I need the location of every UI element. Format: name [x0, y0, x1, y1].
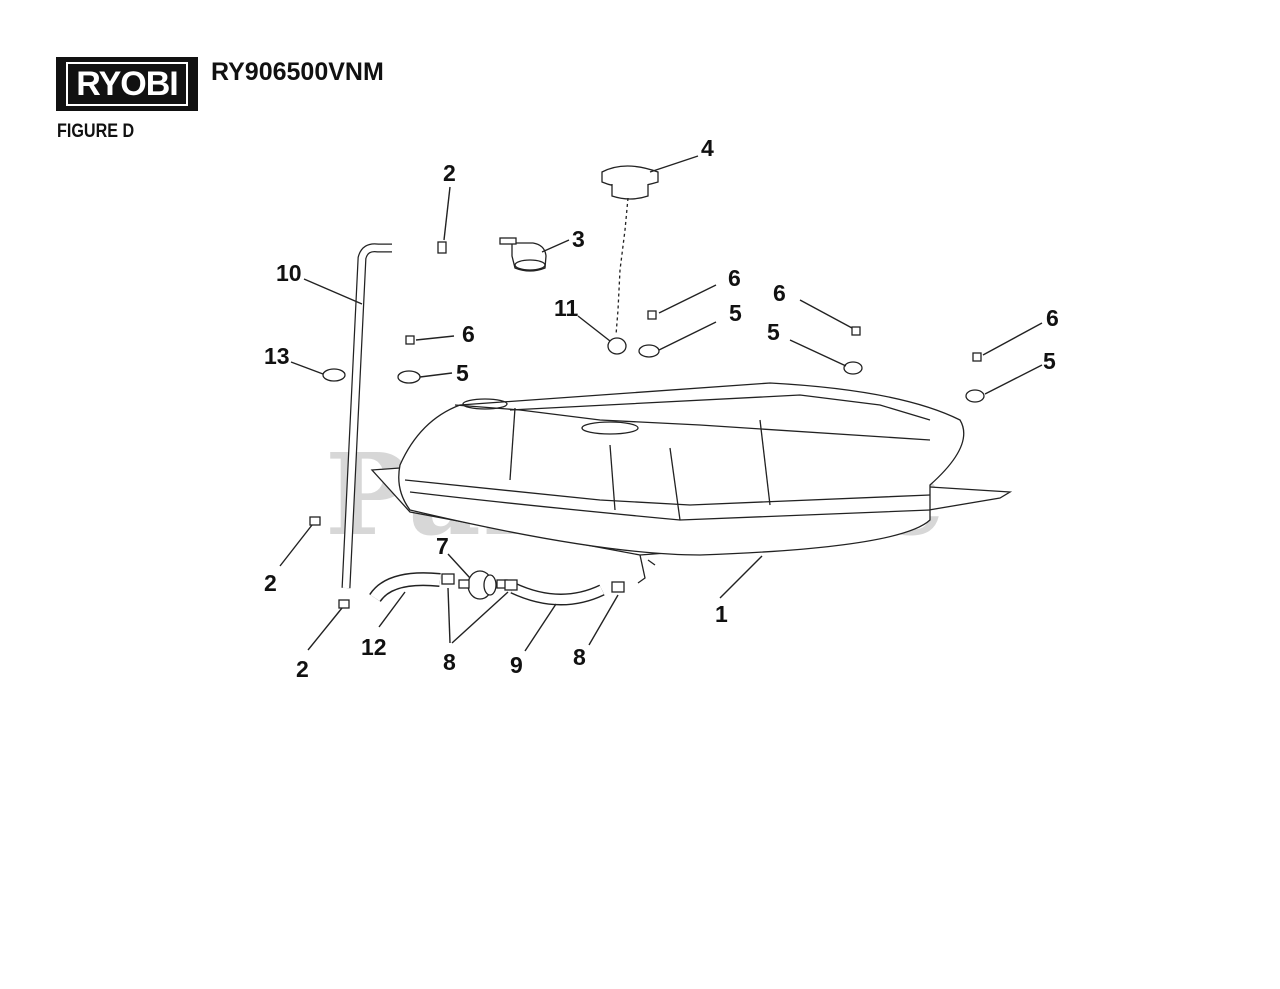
grommet-5c[interactable]: [843, 361, 863, 375]
callout-1: 1: [715, 601, 728, 627]
grommet-5a[interactable]: [397, 370, 421, 384]
callout-5a: 5: [729, 300, 742, 326]
callout-2c: 2: [296, 656, 309, 682]
callout-6d: 6: [1046, 305, 1059, 331]
fuel-filter[interactable]: [458, 570, 508, 600]
callout-12: 12: [361, 634, 387, 660]
callout-7: 7: [436, 533, 449, 559]
callout-11: 11: [554, 295, 579, 321]
fuel-tank[interactable]: [370, 382, 1013, 584]
callout-5d: 5: [1043, 348, 1056, 374]
bushing-6a[interactable]: [405, 335, 415, 345]
o-ring[interactable]: [607, 337, 627, 355]
bushing-6d[interactable]: [972, 352, 982, 362]
callout-8a: 8: [443, 649, 456, 675]
callout-9: 9: [510, 652, 523, 678]
ryobi-logo: RYOBI: [56, 57, 198, 111]
callout-2b: 2: [264, 570, 277, 596]
hose-9[interactable]: [510, 582, 605, 606]
grommet-5b[interactable]: [638, 344, 660, 358]
bushing-6c[interactable]: [851, 326, 861, 336]
callout-5c: 5: [767, 319, 780, 345]
callout-13: 13: [264, 343, 290, 369]
bushing-6b[interactable]: [647, 310, 657, 320]
fuel-cap[interactable]: [601, 165, 659, 336]
logo-text: RYOBI: [66, 62, 188, 106]
callout-2a: 2: [443, 160, 456, 186]
model-number: RY906500VNM: [211, 58, 384, 86]
grommet-5d[interactable]: [965, 389, 985, 403]
callout-3: 3: [572, 226, 585, 252]
clip-2-bottom[interactable]: [338, 599, 350, 609]
callout-10: 10: [276, 260, 302, 286]
clamp-8[interactable]: [441, 573, 625, 593]
fuel-valve[interactable]: [499, 237, 547, 272]
grommet-13[interactable]: [322, 368, 346, 382]
callout-8b: 8: [573, 644, 586, 670]
figure-label: FIGURE D: [57, 121, 135, 142]
callout-6a: 6: [728, 265, 741, 291]
clip-2-mid[interactable]: [309, 516, 321, 526]
callout-4: 4: [701, 135, 714, 161]
vent-tube[interactable]: [341, 243, 392, 589]
callout-6b: 6: [462, 321, 475, 347]
clip-2-top[interactable]: [437, 241, 447, 254]
callout-6c: 6: [773, 280, 786, 306]
hose-12[interactable]: [369, 572, 441, 603]
callout-5b: 5: [456, 360, 469, 386]
